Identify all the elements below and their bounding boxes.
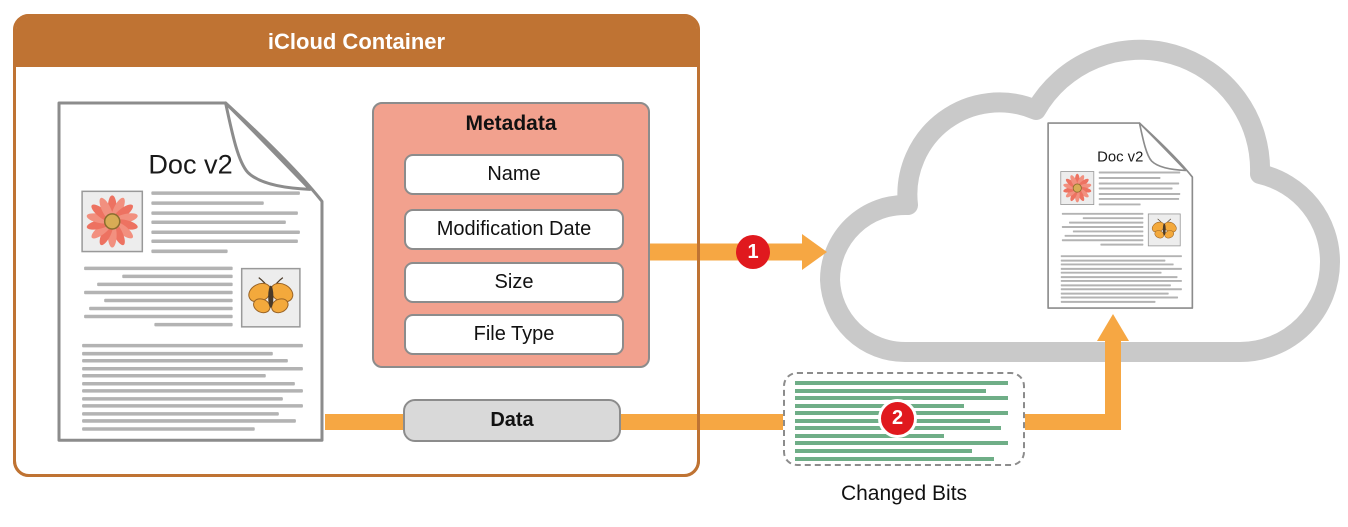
doc-text-line <box>151 191 300 195</box>
changed-bits-line <box>795 403 964 408</box>
changed-bits-line <box>795 464 954 466</box>
metadata-field-modification-date: Modification Date <box>404 209 624 250</box>
doc-text-line <box>1060 259 1166 262</box>
doc-text-line <box>1098 182 1180 185</box>
doc-text-line <box>1060 284 1171 287</box>
changed-bits-line <box>795 456 994 461</box>
doc-text-line <box>1098 171 1181 174</box>
metadata-field-size: Size <box>404 262 624 303</box>
doc-text-line <box>82 343 303 348</box>
doc-text-line <box>1060 292 1169 295</box>
doc-title: Doc v2 <box>1097 150 1143 166</box>
flower-icon <box>86 195 138 248</box>
metadata-arrow-head <box>802 234 827 270</box>
doc-text-line <box>151 249 228 254</box>
doc-text-line <box>89 306 233 311</box>
upload-arrow-head <box>1097 314 1129 341</box>
document-doc-v2: Doc v2 <box>57 101 324 442</box>
doc-text-line <box>1060 280 1182 282</box>
changed-bits-line <box>795 381 1008 385</box>
doc-text-line <box>1069 221 1144 224</box>
step-2-badge: 2 <box>878 399 917 438</box>
changed-bits-line <box>795 433 944 438</box>
doc-text-line <box>1061 226 1144 228</box>
doc-text-line <box>82 358 288 363</box>
changed-bits-line <box>795 441 1008 446</box>
doc-title: Doc v2 <box>148 148 232 179</box>
doc-text-line <box>151 239 298 244</box>
metadata-field-file-type: File Type <box>404 314 624 355</box>
changed-bits-label: Changed Bits <box>840 482 968 505</box>
doc-text-line <box>151 211 298 215</box>
icloud-container-title: iCloud Container <box>267 29 446 54</box>
doc-text-line <box>1061 212 1144 215</box>
doc-text-line <box>1060 263 1174 266</box>
metadata-title: Metadata <box>465 112 557 135</box>
doc-text-line <box>84 290 233 295</box>
doc-text-line <box>82 382 295 386</box>
doc-text-line <box>154 322 233 327</box>
icloud-container-header: iCloud Container <box>16 17 697 67</box>
page-fold-corner <box>224 101 312 191</box>
doc-text-line <box>1060 276 1178 279</box>
doc-text-line <box>1060 267 1182 270</box>
doc-text-line <box>151 220 286 224</box>
doc-text-line <box>1082 217 1144 220</box>
doc-text-line <box>1100 243 1144 246</box>
doc-text-line <box>151 201 264 205</box>
changed-bits-line <box>795 448 972 453</box>
doc-text-line <box>1064 234 1144 237</box>
metadata-field-name: Name <box>404 154 624 195</box>
doc-text-line <box>82 366 303 371</box>
doc-text-line <box>1060 296 1179 299</box>
doc-text-line <box>122 274 233 279</box>
doc-text-line <box>82 427 255 431</box>
doc-text-line <box>1060 255 1182 258</box>
doc-text-line <box>1060 300 1156 303</box>
doc-text-line <box>84 266 233 271</box>
data-pipe: Data <box>403 399 621 442</box>
step-1-badge: 1 <box>736 235 770 269</box>
doc-text-line <box>104 298 233 303</box>
doc-text-line <box>1098 203 1141 206</box>
doc-text-line <box>1060 271 1162 274</box>
doc-text-line <box>97 282 233 287</box>
cloud-document-doc-v2: Doc v2 <box>1047 122 1194 309</box>
doc-text-line <box>1098 197 1180 200</box>
doc-text-line <box>82 374 266 378</box>
doc-text-line <box>82 412 279 416</box>
doc-text-line <box>1072 230 1144 233</box>
doc-text-line <box>82 404 303 408</box>
doc-text-line <box>1098 187 1173 190</box>
doc-text-line <box>82 419 296 423</box>
data-pipe-label: Data <box>490 409 534 431</box>
butterfly-icon <box>248 277 294 314</box>
doc-text-line <box>82 389 303 393</box>
doc-text-line <box>1061 239 1144 242</box>
doc-text-line <box>1060 288 1182 291</box>
doc-text-line <box>1098 193 1181 195</box>
changed-bits-line <box>795 388 986 393</box>
upload-arrow-shaft <box>1105 338 1121 430</box>
doc-text-line <box>1098 177 1161 179</box>
doc-text-line <box>84 314 233 319</box>
doc-text-line <box>82 351 273 356</box>
doc-text-line <box>82 397 283 401</box>
doc-text-line <box>151 230 300 234</box>
changed-bits-line <box>795 396 1008 401</box>
